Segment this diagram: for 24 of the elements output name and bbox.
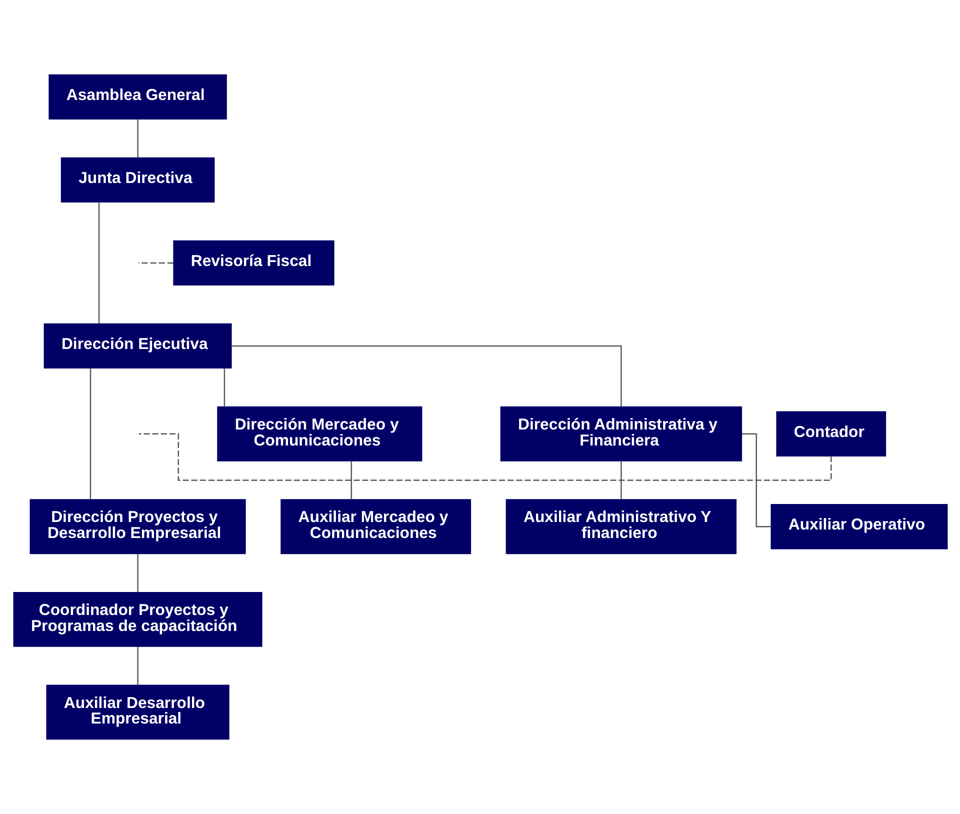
node-box: Auxiliar Mercadeo y Comunicaciones xyxy=(280,499,471,554)
node-box: Junta Directiva xyxy=(60,157,214,203)
node-box: Revisoría Fiscal xyxy=(172,240,334,286)
node-box: Dirección Ejecutiva xyxy=(43,323,232,369)
connector xyxy=(136,554,138,592)
connector xyxy=(98,202,100,324)
node-box: Auxiliar Administrativo Y financiero xyxy=(505,499,736,554)
node-box: Asamblea General xyxy=(48,74,226,120)
connector xyxy=(223,368,225,407)
connector xyxy=(620,461,622,500)
connector xyxy=(231,345,622,407)
node-box: Auxiliar Operativo xyxy=(770,504,948,550)
connector xyxy=(136,119,138,158)
node-box: Dirección Mercadeo y Comunicaciones xyxy=(216,406,422,462)
node-box: Dirección Proyectos y Desarrollo Empresarial xyxy=(29,499,246,554)
node-box: Coordinador Proyectos y Programas de capacitación xyxy=(12,592,262,647)
node-box: Auxiliar Desarrollo Empresarial xyxy=(46,684,229,740)
node-box: Dirección Administrativa y Financiera xyxy=(500,406,742,462)
connector xyxy=(136,646,138,686)
connector xyxy=(350,461,352,500)
connector xyxy=(89,368,91,500)
connector xyxy=(138,262,174,264)
connector xyxy=(138,433,832,481)
node-box: Contador xyxy=(776,411,886,456)
